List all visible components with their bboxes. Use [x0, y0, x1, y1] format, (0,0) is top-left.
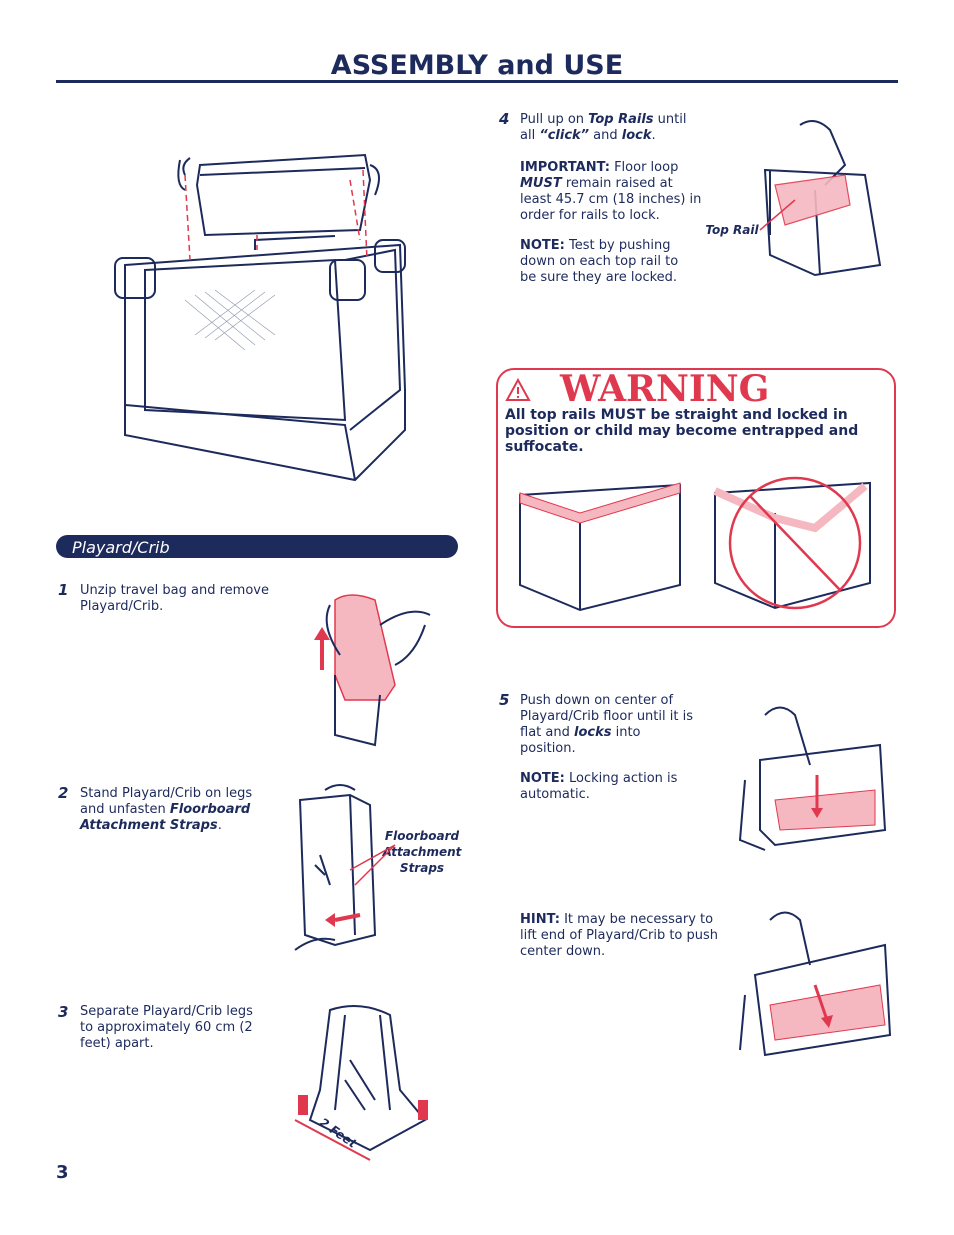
lift-end-illustration [739, 911, 892, 1057]
step-5-number: 5 [499, 691, 510, 709]
incorrect-rails-illustration [713, 476, 871, 610]
correct-rails-illustration [519, 482, 681, 612]
title-divider [56, 80, 898, 83]
warning-box [496, 368, 896, 628]
pull-top-rails-illustration [759, 120, 882, 277]
unzip-bag-illustration [314, 594, 431, 747]
warning-heading: WARNING [560, 368, 770, 410]
step-5-text: Push down on center of Playard/Crib floo… [520, 693, 693, 756]
crib-assembly-illustration [114, 153, 406, 482]
stand-crib-illustration [294, 784, 377, 951]
step-5-note: NOTE: Locking action is automatic. [520, 771, 678, 802]
step-4-note: NOTE: Test by pushing down on each top r… [520, 238, 679, 285]
step-4-number: 4 [499, 110, 510, 128]
push-floor-illustration [738, 706, 887, 851]
straps-pointer-lines [349, 844, 396, 886]
separate-legs-illustration [294, 1005, 428, 1161]
top-rail-callout: Top Rail [705, 223, 759, 237]
straps-callout: Floorboard Attachment Straps [382, 829, 462, 875]
warning-triangle-icon [505, 377, 531, 401]
step-4-important: IMPORTANT: Floor loop MUST remain raised… [520, 160, 702, 223]
page-title: ASSEMBLY and USE [330, 50, 624, 81]
step-4-text: Pull up on Top Rails until all “click” a… [520, 112, 687, 143]
page-number: 3 [56, 1162, 69, 1183]
section-header-bar [56, 535, 458, 558]
step-3-text: Separate Playard/Crib legs to approximat… [80, 1004, 253, 1051]
step-1-number: 1 [58, 581, 69, 599]
step-1-text: Unzip travel bag and remove Playard/Crib… [80, 583, 269, 614]
step-3-number: 3 [58, 1003, 69, 1021]
step-2-text: Stand Playard/Crib on legs and unfasten … [80, 786, 253, 833]
section-title: Playard/Crib [72, 538, 170, 557]
warning-text: All top rails MUST be straight and locke… [505, 407, 859, 455]
step-2-number: 2 [58, 784, 69, 802]
step-5-hint: HINT: It may be necessary to lift end of… [520, 912, 719, 959]
